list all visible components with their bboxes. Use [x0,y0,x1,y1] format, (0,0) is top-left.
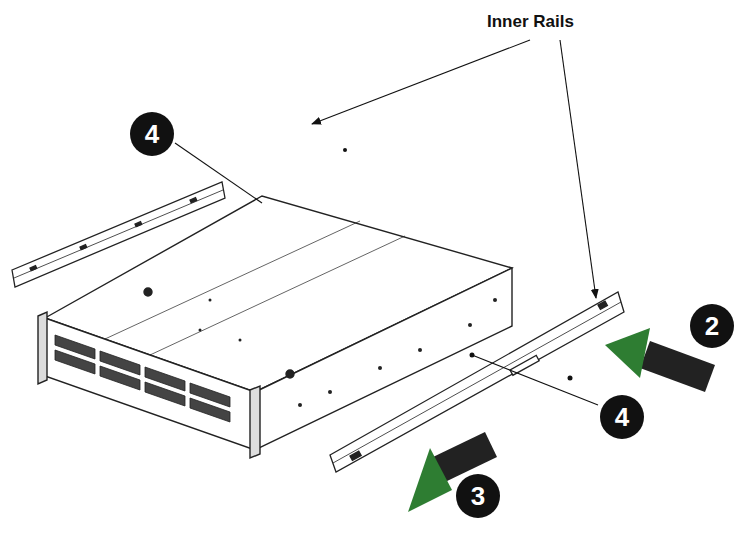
callout-number: 3 [456,474,500,518]
callout-number: 4 [600,395,644,439]
leader-dot [163,141,573,381]
callout-number: 4 [130,112,174,156]
direction-arrow [408,432,497,512]
part-label: Inner Rails [487,12,574,32]
callout-text: 4 [615,404,629,430]
callout-text: 4 [145,121,159,147]
callout-number: 2 [690,304,734,348]
callout-text: 3 [471,483,485,509]
leader-line [175,40,598,405]
server-chassis [38,196,512,458]
callout-text: 2 [705,313,719,339]
